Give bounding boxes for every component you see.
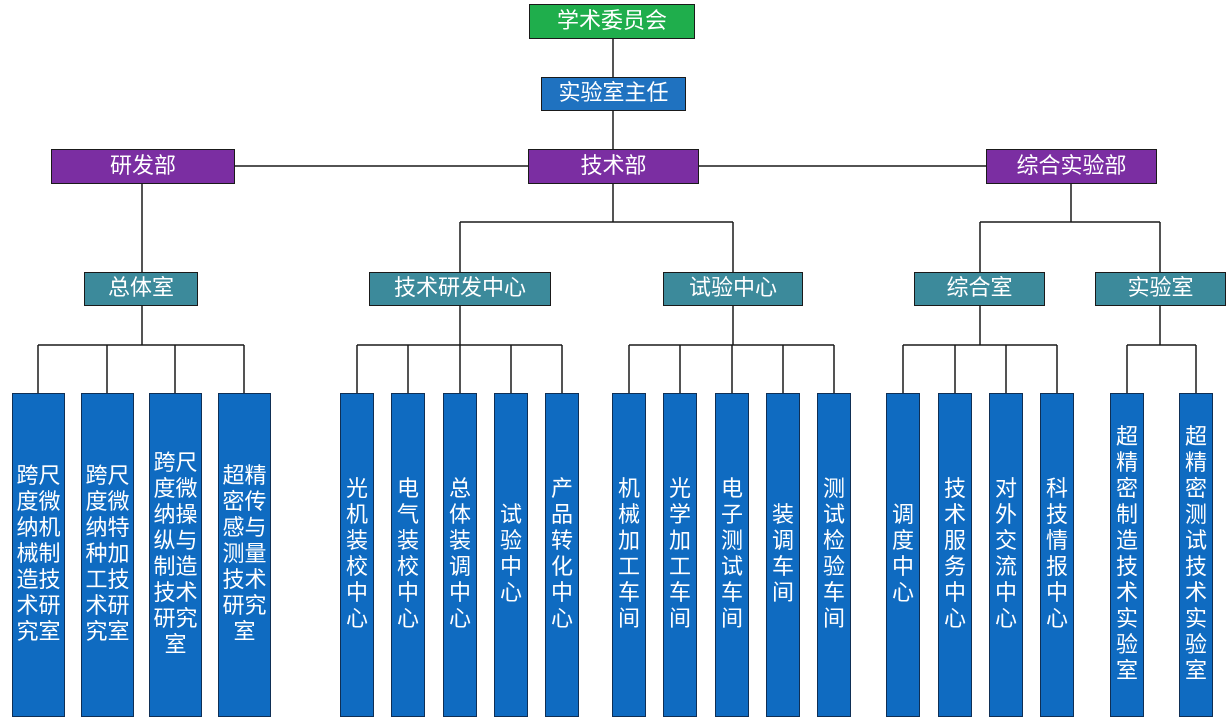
rd-center-unit-node: 电气装校中心 xyxy=(391,393,425,717)
test-center-unit-label: 机械加工车间 xyxy=(617,477,640,632)
rd-center-unit-label: 试验中心 xyxy=(499,503,522,606)
general-room-node: 综合室 xyxy=(914,272,1045,306)
general-room-unit-node: 对外交流中心 xyxy=(989,393,1023,717)
rd-center-unit-node: 总体装调中心 xyxy=(443,393,477,717)
test-center-unit-label: 电子测试车间 xyxy=(720,477,743,632)
lab-room-node: 实验室 xyxy=(1095,272,1226,306)
lab-room-unit-node: 超精密测试技术实验室 xyxy=(1179,393,1213,717)
rd-lab-node: 跨尺度微纳操纵与制造技术研究室 xyxy=(149,393,202,717)
rd-center-unit-node: 产品转化中心 xyxy=(545,393,579,717)
general-room-unit-label: 科技情报中心 xyxy=(1045,477,1068,632)
dept-tech-node: 技术部 xyxy=(528,149,699,184)
lab-room-unit-label: 超精密测试技术实验室 xyxy=(1184,425,1207,684)
general-room-unit-node: 技术服务中心 xyxy=(938,393,972,717)
dept-rd-node: 研发部 xyxy=(51,149,235,184)
rd-lab-node: 超精密传感与测量技术研究室 xyxy=(218,393,271,717)
test-center-unit-label: 光学加工车间 xyxy=(668,477,691,632)
tech-rd-center-node: 技术研发中心 xyxy=(369,272,551,306)
rd-lab-label: 超精密传感与测量技术研究室 xyxy=(222,464,267,645)
test-center-unit-node: 机械加工车间 xyxy=(612,393,646,717)
general-room-unit-label: 对外交流中心 xyxy=(994,477,1017,632)
lab-room-unit-label: 超精密制造技术实验室 xyxy=(1115,425,1138,684)
rd-center-unit-node: 光机装校中心 xyxy=(340,393,374,717)
rd-general-office-node: 总体室 xyxy=(84,272,198,306)
rd-lab-label: 跨尺度微纳操纵与制造技术研究室 xyxy=(153,451,198,658)
test-center-unit-node: 光学加工车间 xyxy=(663,393,697,717)
general-room-unit-label: 技术服务中心 xyxy=(943,477,966,632)
rd-lab-node: 跨尺度微纳机械制造技术研究室 xyxy=(12,393,65,717)
general-room-unit-node: 调度中心 xyxy=(886,393,920,717)
rd-center-unit-label: 产品转化中心 xyxy=(550,477,573,632)
test-center-unit-node: 测试检验车间 xyxy=(817,393,851,717)
director-node: 实验室主任 xyxy=(541,77,686,111)
test-center-unit-node: 装调车间 xyxy=(766,393,800,717)
test-center-unit-label: 装调车间 xyxy=(771,503,794,606)
general-room-unit-node: 科技情报中心 xyxy=(1040,393,1074,717)
rd-lab-label: 跨尺度微纳机械制造技术研究室 xyxy=(16,464,61,645)
rd-center-unit-label: 光机装校中心 xyxy=(345,477,368,632)
lab-room-unit-node: 超精密制造技术实验室 xyxy=(1110,393,1144,717)
rd-lab-label: 跨尺度微纳特种加工技术研究室 xyxy=(85,464,130,645)
rd-center-unit-label: 电气装校中心 xyxy=(396,477,419,632)
test-center-unit-label: 测试检验车间 xyxy=(822,477,845,632)
test-center-unit-node: 电子测试车间 xyxy=(715,393,749,717)
tech-test-center-node: 试验中心 xyxy=(663,272,803,306)
rd-lab-node: 跨尺度微纳特种加工技术研究室 xyxy=(81,393,134,717)
committee-node: 学术委员会 xyxy=(529,4,695,39)
dept-general-lab-node: 综合实验部 xyxy=(986,149,1157,184)
rd-center-unit-node: 试验中心 xyxy=(494,393,528,717)
general-room-unit-label: 调度中心 xyxy=(891,503,914,606)
rd-center-unit-label: 总体装调中心 xyxy=(448,477,471,632)
